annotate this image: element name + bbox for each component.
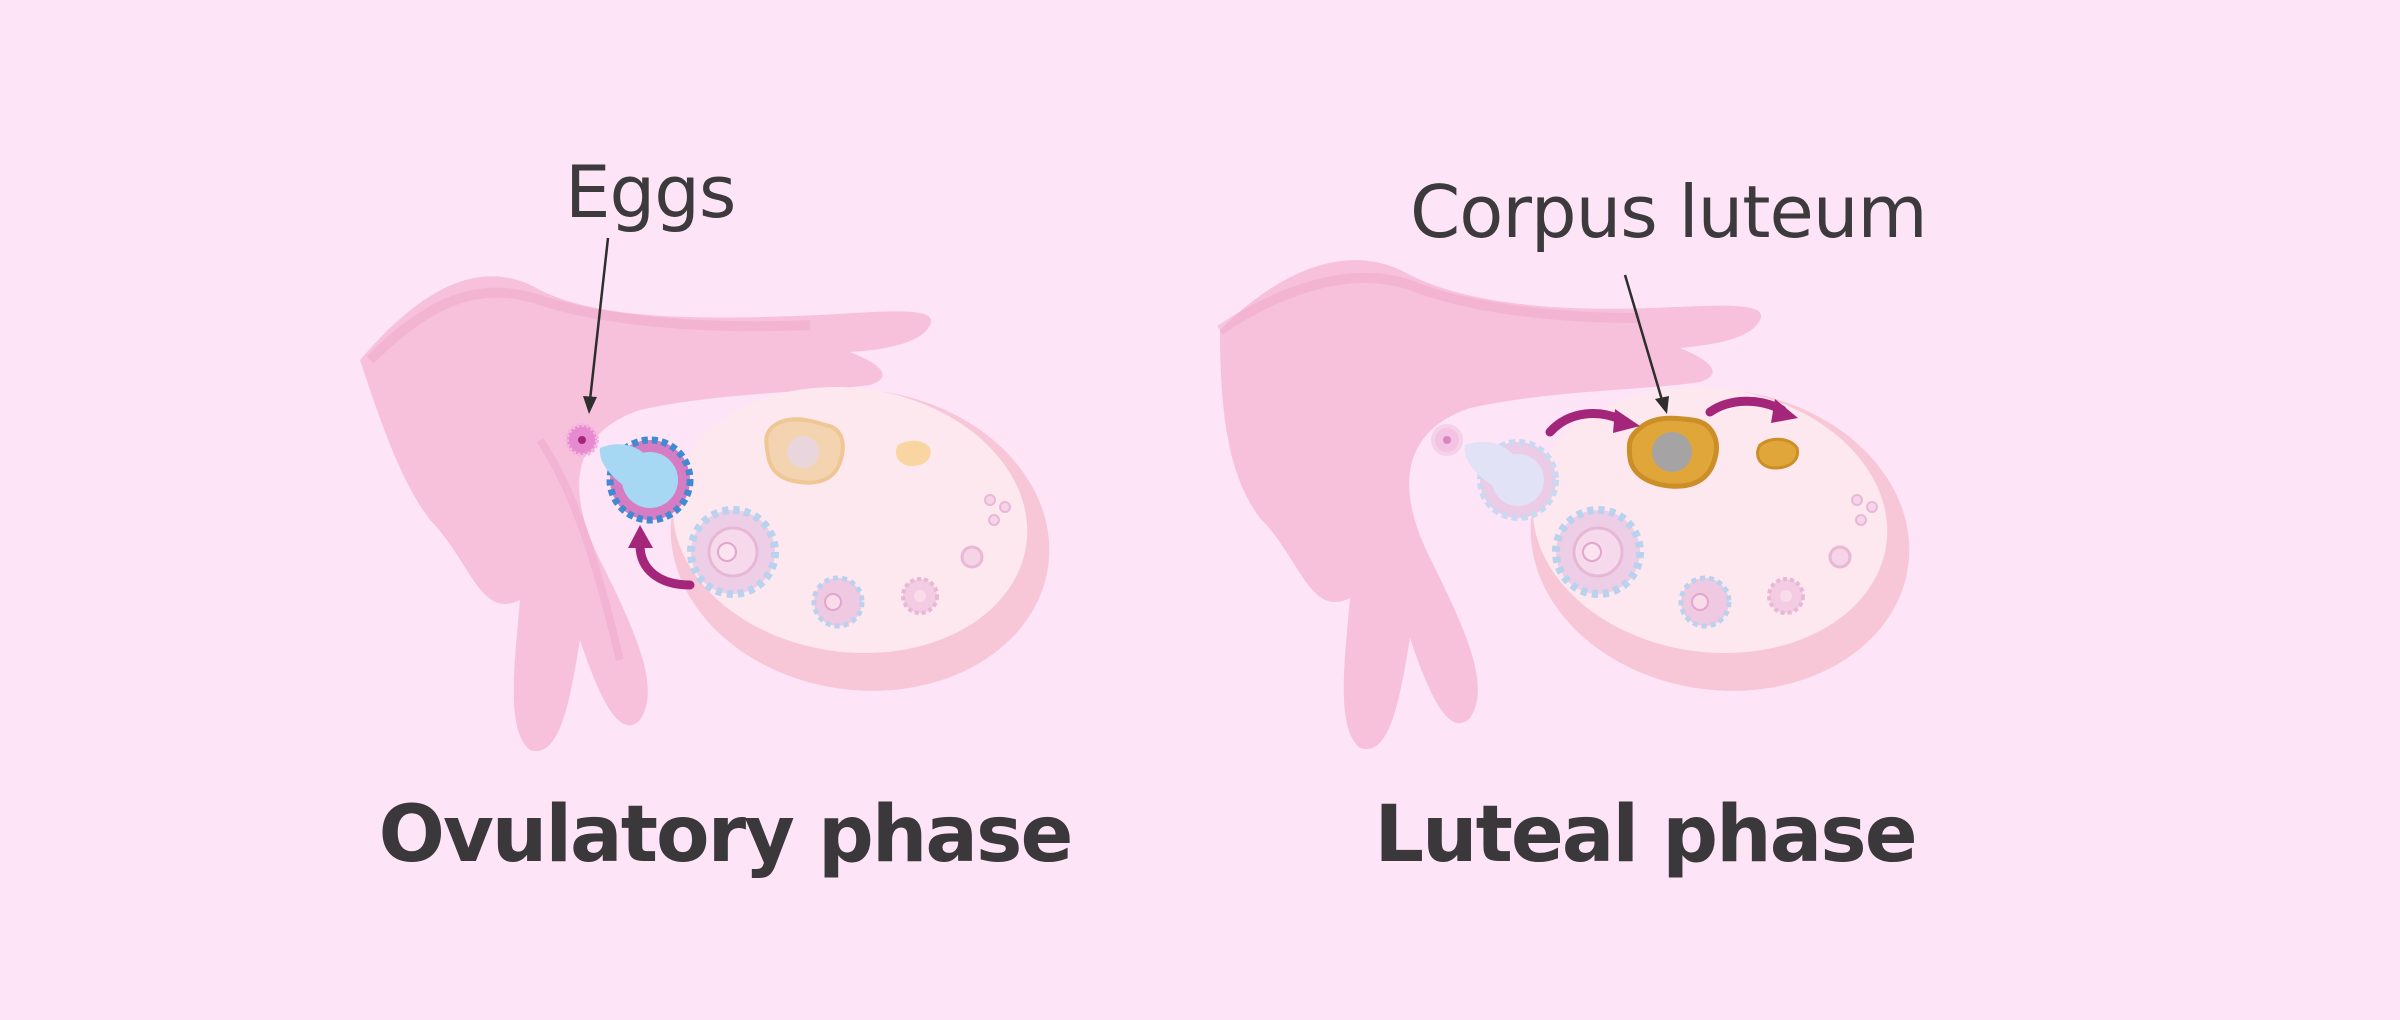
egg [565, 423, 599, 457]
movement-arrow [628, 525, 695, 590]
ruptured-follicle-faded [1431, 424, 1559, 521]
corpus-luteum-faded [764, 417, 931, 485]
corpus-luteum [1626, 415, 1800, 489]
fallopian-tube [360, 276, 932, 752]
ovulating-follicle [599, 436, 694, 524]
eggs-pointer-line [583, 237, 610, 414]
corpus-luteum-pointer-line [1623, 274, 1669, 414]
follicles [687, 494, 1011, 629]
luteal-phase-panel: Corpus luteum Luteal phase [1200, 0, 2400, 1020]
fallopian-tube [1217, 260, 1762, 750]
movement-arrows [1545, 396, 1798, 437]
luteal-phase-illustration [1217, 260, 1910, 750]
follicles [1552, 494, 1878, 629]
ovulatory-phase-panel: Eggs Ovulatory phase [360, 150, 1074, 880]
corpus-luteum-label: Corpus luteum [1410, 170, 1928, 254]
luteal-phase-title: Luteal phase [1374, 790, 1917, 880]
eggs-label: Eggs [565, 150, 736, 234]
ovulatory-phase-illustration [360, 237, 1050, 752]
ovulatory-phase-title: Ovulatory phase [378, 790, 1074, 880]
